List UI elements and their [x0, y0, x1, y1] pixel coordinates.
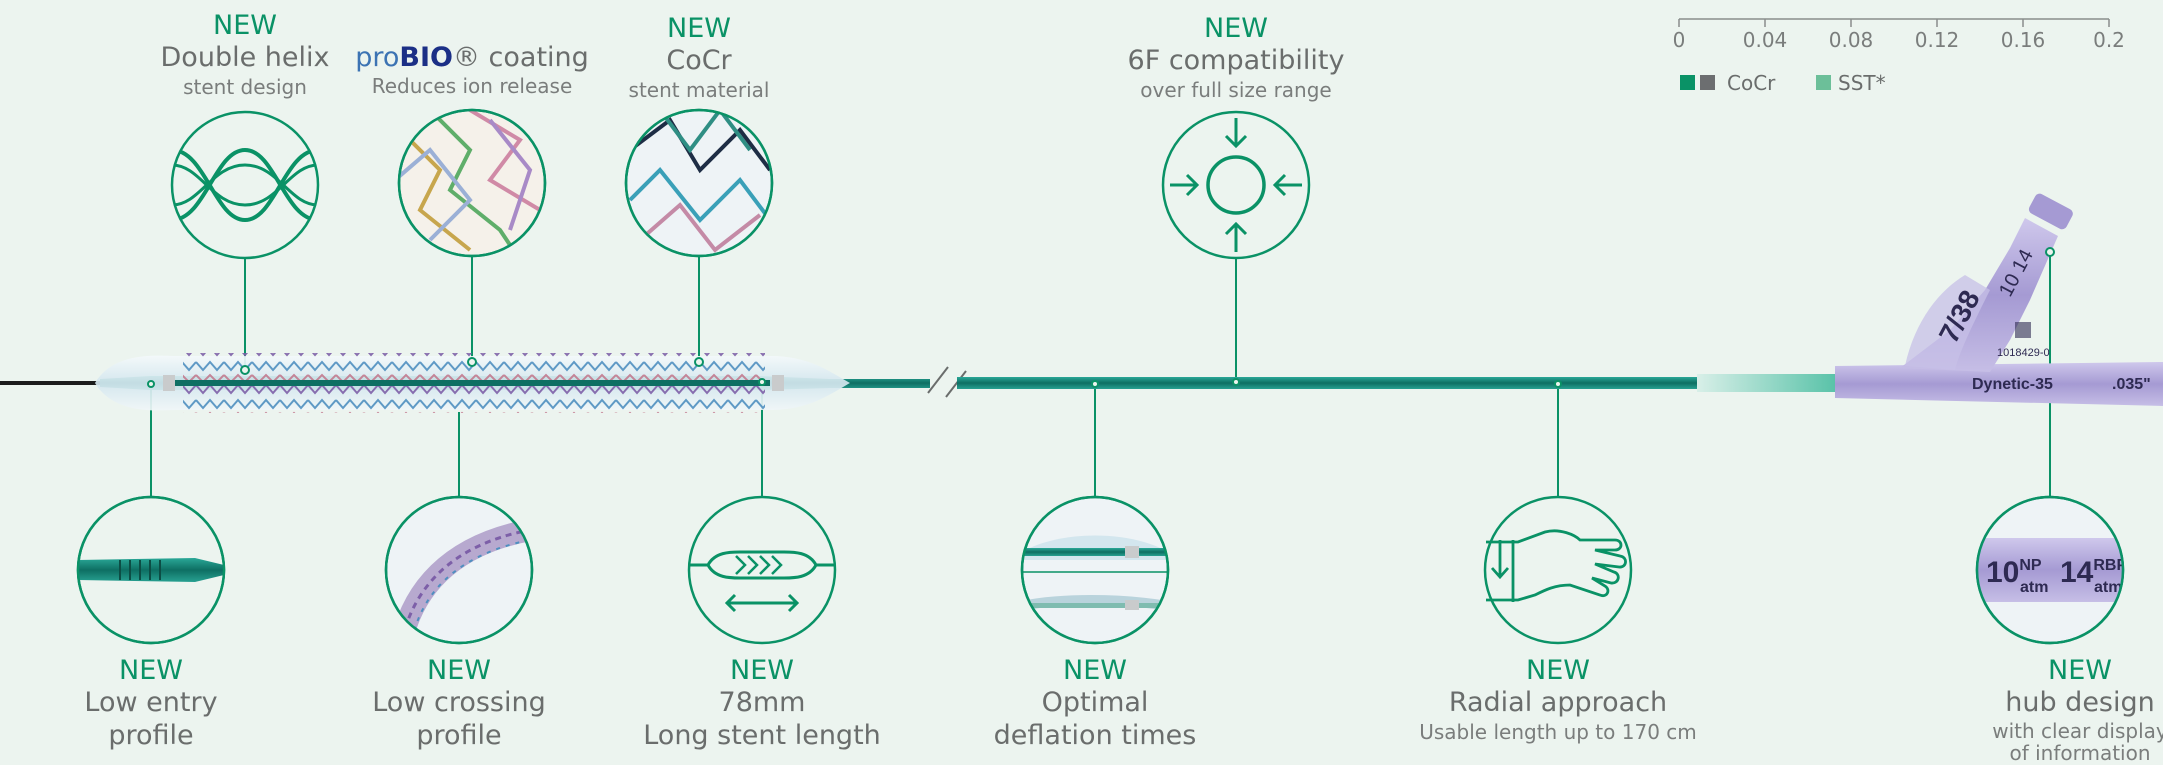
feature-title: Double helix — [160, 42, 330, 74]
new-badge: NEW — [2048, 655, 2112, 686]
scale-tick-label: 0.04 — [1742, 28, 1788, 52]
scale-tick-label: 0 — [1672, 28, 1686, 52]
feature-subtitle-line2: of information — [2009, 740, 2151, 765]
svg-text:atm: atm — [2094, 579, 2122, 596]
feature-title: Low entry — [84, 687, 218, 719]
feature-subtitle: with clear display — [1992, 718, 2163, 743]
svg-text:atm: atm — [2020, 579, 2048, 596]
cocr-stent-image — [624, 108, 774, 258]
feature-title: Low crossing — [372, 687, 546, 719]
feature-subtitle: Usable length up to 170 cm — [1419, 719, 1697, 744]
legend-swatch-cocr — [1680, 75, 1695, 90]
scale-tick-label: 0.2 — [2093, 28, 2125, 52]
scale-axis — [1678, 18, 2110, 27]
new-badge: NEW — [1204, 13, 1268, 44]
feature-cocr: NEW CoCr stent material — [629, 13, 770, 102]
feature-title: CoCr — [666, 45, 732, 77]
feature-subtitle: stent design — [183, 74, 307, 99]
feature-deflation: NEW Optimal deflation times — [994, 655, 1197, 752]
new-badge: NEW — [213, 10, 277, 41]
feature-title: 78mm — [718, 687, 806, 719]
feature-subtitle: Reduces ion release — [371, 74, 573, 99]
new-badge: NEW — [667, 13, 731, 44]
legend-swatch-cocr-grey — [1700, 75, 1715, 90]
new-badge: NEW — [1526, 655, 1590, 686]
feature-subtitle: over full size range — [1140, 77, 1332, 102]
feature-probio: proBIO® coating Reduces ion release — [355, 42, 589, 98]
feature-double-helix: NEW Double helix stent design — [161, 10, 330, 99]
legend-label-sst: SST* — [1838, 71, 1886, 95]
hub-manifold: 7/38 10 14 1018429-0 Dynetic-35 .035" — [1835, 193, 2163, 406]
new-badge: NEW — [1063, 655, 1127, 686]
radial-hand-icon — [1483, 495, 1633, 645]
feature-title: Radial approach — [1448, 687, 1668, 719]
hub-label-image: 10NP 14RBP atm atm — [1975, 495, 2127, 645]
feature-low-entry: NEW Low entry profile — [84, 655, 217, 752]
scale-tick-label: 0.12 — [1914, 28, 1960, 52]
new-badge: NEW — [427, 655, 491, 686]
feature-long-stent: NEW 78mm Long stent length — [643, 655, 881, 752]
double-helix-icon — [170, 110, 320, 260]
feature-title: hub design — [2005, 687, 2155, 719]
feature-title-line2: profile — [416, 719, 502, 751]
legend-swatch-sst — [1816, 75, 1831, 90]
svg-text:14RBP: 14RBP — [2060, 556, 2127, 589]
feature-hub: NEW hub design with clear display of inf… — [1992, 655, 2163, 764]
scale-tick-label: 0.08 — [1828, 28, 1874, 52]
balloon-catheter — [0, 353, 1837, 413]
feature-6f: NEW 6F compatibility over full size rang… — [1128, 13, 1345, 102]
svg-text:10NP: 10NP — [1986, 556, 2042, 589]
legend-label-cocr: CoCr — [1727, 71, 1776, 95]
catheter-tip-image — [76, 495, 226, 645]
crimped-stent-image — [384, 495, 534, 645]
hub-code-label: 1018429-0 — [1997, 347, 2050, 359]
scale-tick-label: 0.16 — [2000, 28, 2046, 52]
feature-title-line2: Long stent length — [643, 719, 881, 751]
feature-low-crossing: NEW Low crossing profile — [372, 655, 546, 752]
feature-title-line2: deflation times — [993, 719, 1197, 751]
stent-length-icon — [687, 495, 837, 645]
coated-stent-image — [397, 108, 547, 258]
feature-radial: NEW Radial approach Usable length up to … — [1419, 655, 1697, 744]
feature-title: Optimal — [1041, 687, 1149, 719]
balloon-deflation-image — [1020, 495, 1170, 645]
hub-brand-label: Dynetic-35 — [1972, 376, 2053, 393]
new-badge: NEW — [119, 655, 183, 686]
hub-wire-label: .035" — [2112, 376, 2151, 393]
compress-arrows-icon — [1161, 110, 1311, 260]
feature-title: proBIO® coating — [355, 42, 589, 73]
feature-subtitle: stent material — [628, 77, 770, 102]
new-badge: NEW — [730, 655, 794, 686]
feature-title-line2: profile — [108, 719, 194, 751]
anchor-dots — [147, 247, 2055, 388]
feature-title: 6F compatibility — [1127, 45, 1345, 77]
